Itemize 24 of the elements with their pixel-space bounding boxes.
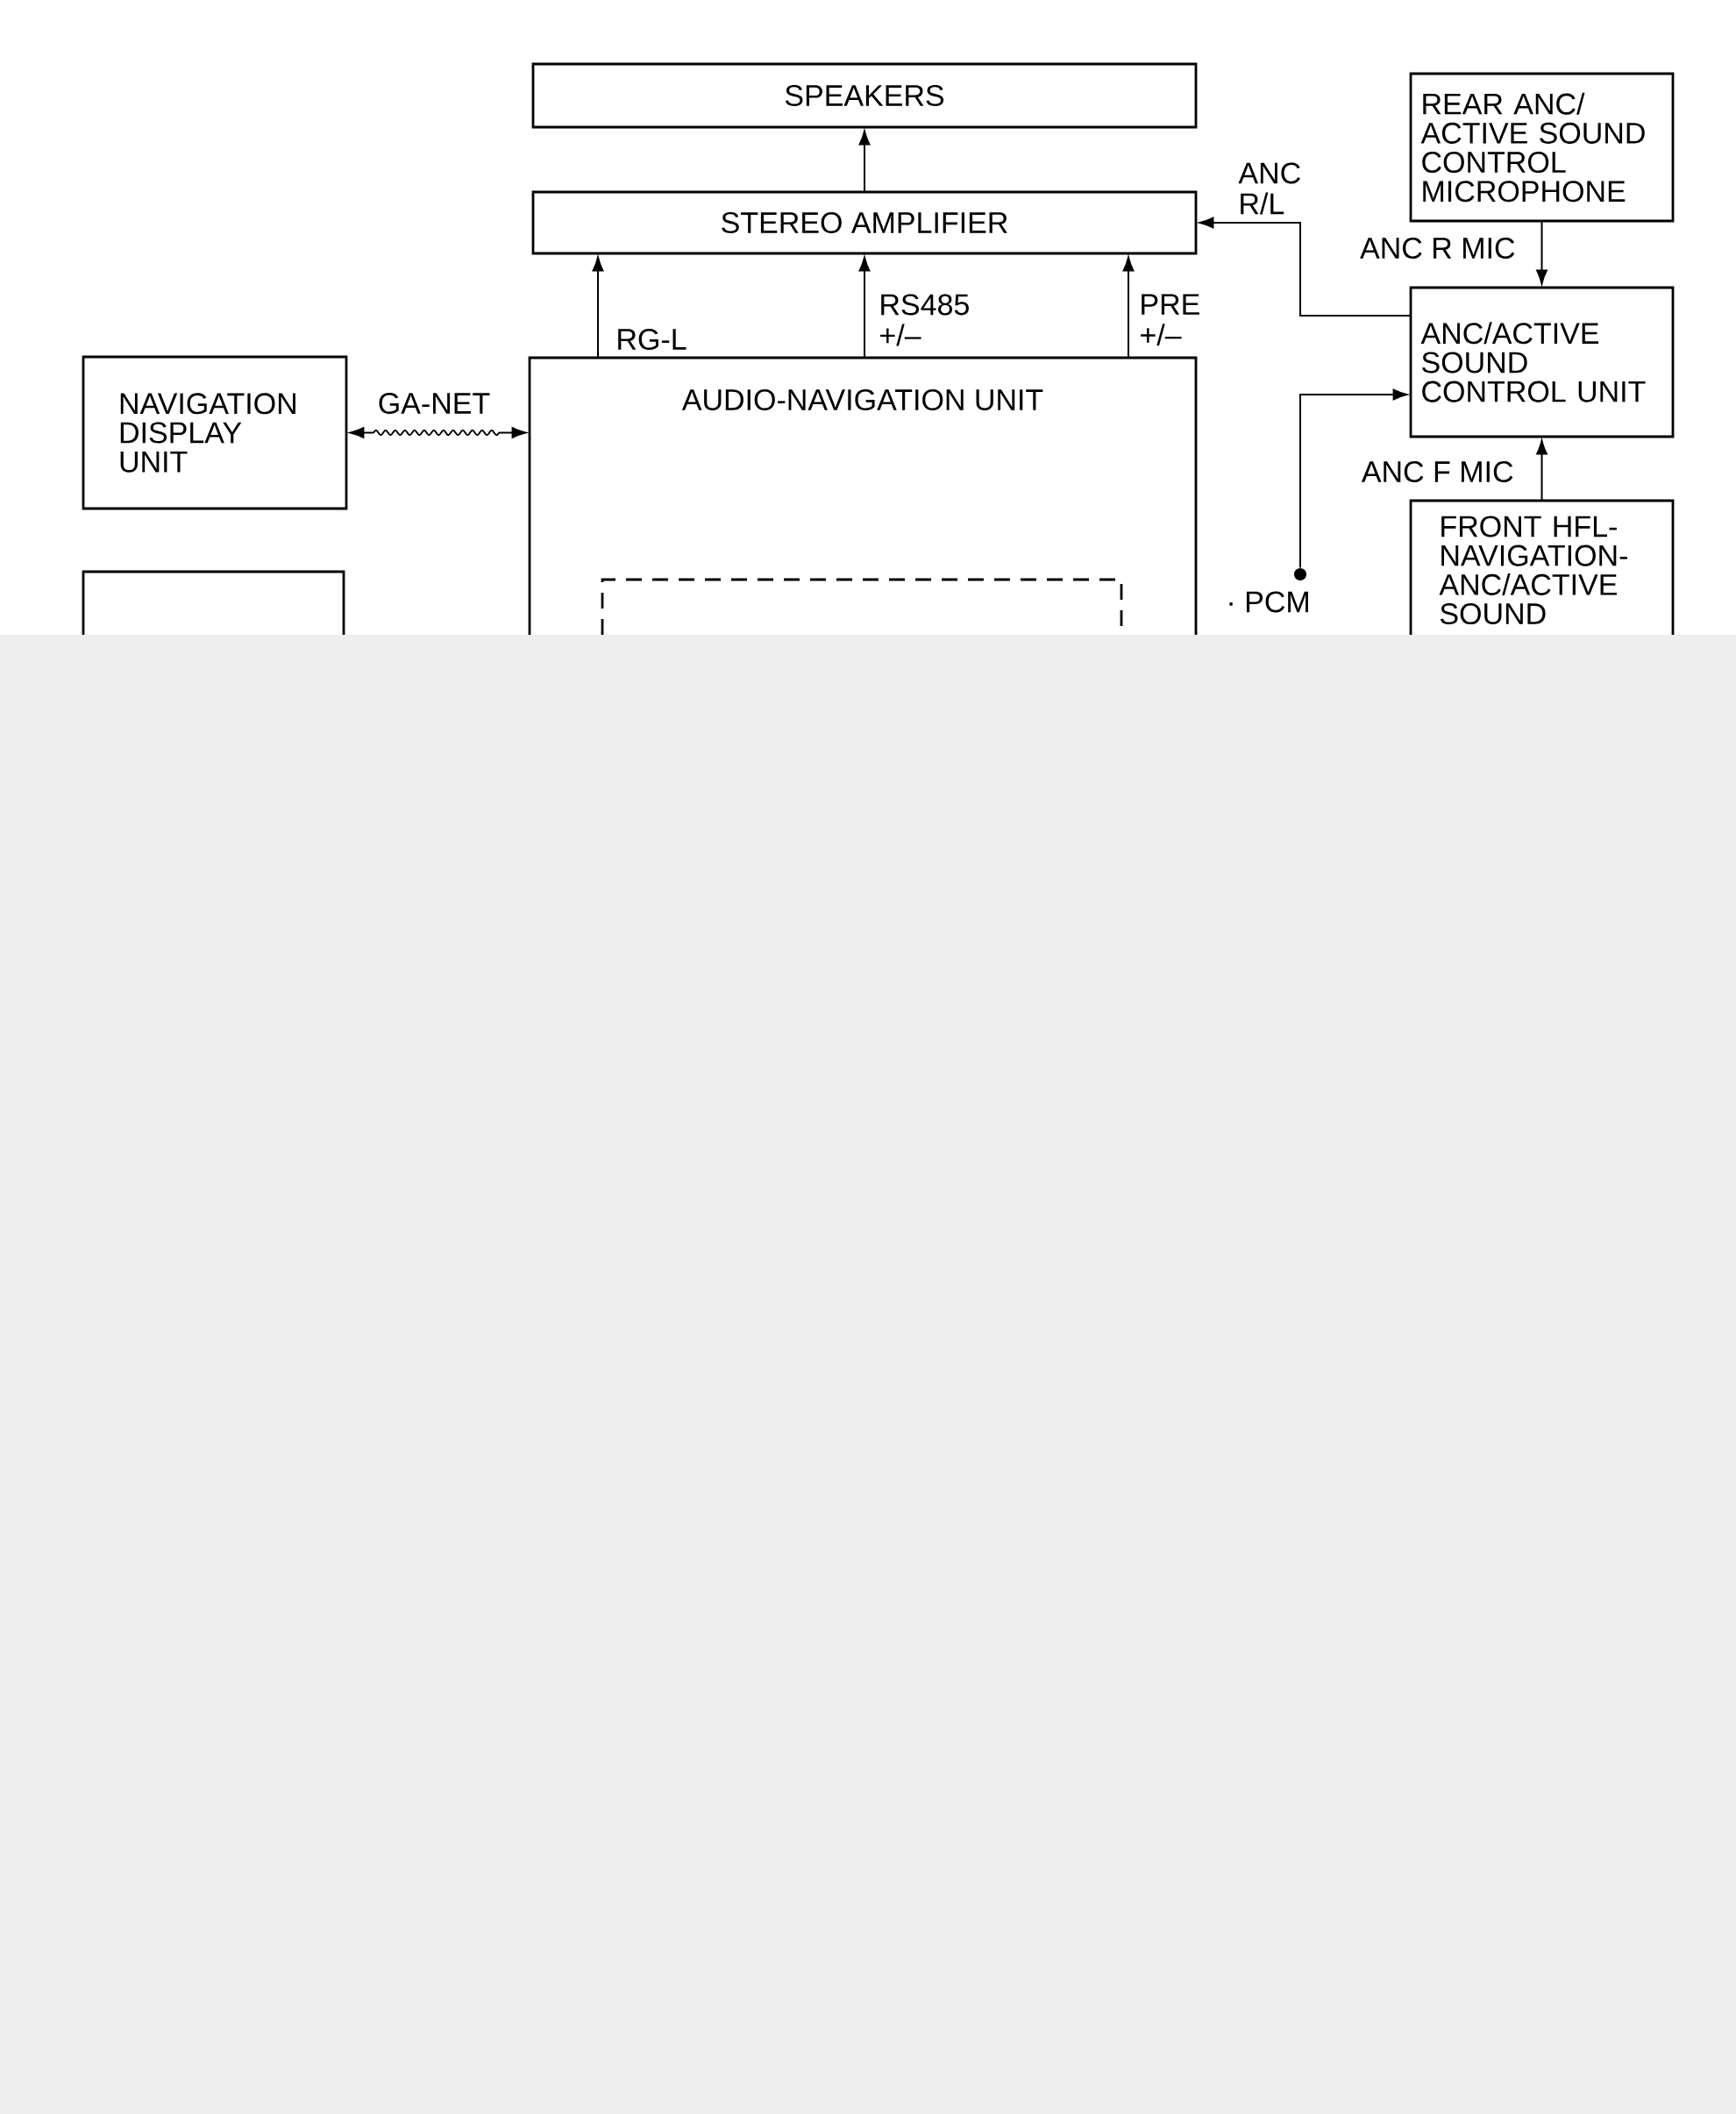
component-box: STEREO AMPLIFIER xyxy=(531,190,1198,255)
arrow xyxy=(858,130,871,193)
junction-dot xyxy=(1294,568,1306,580)
component-box: FRONT HFL- NAVIGATION- ANC/ACTIVE SOUND xyxy=(1409,499,1675,635)
edge-label: ANC R MIC xyxy=(1360,237,1515,260)
edge-label: GA-NET xyxy=(379,392,490,415)
component-box: REAR ANC/ ACTIVE SOUND CONTROL MICROPHONE xyxy=(1409,72,1675,223)
signal-label: · PCM xyxy=(1229,591,1308,613)
arrow xyxy=(1299,388,1408,569)
arrow xyxy=(858,256,871,359)
edge-label: ANC R/L xyxy=(1238,162,1300,215)
arrow xyxy=(1199,217,1412,317)
component-box: SPEAKERS xyxy=(531,62,1198,129)
dashed-box xyxy=(601,578,1123,635)
arrow xyxy=(592,256,604,359)
component-box: ANC/ACTIVE SOUND CONTROL UNIT xyxy=(1409,286,1675,438)
component-box xyxy=(82,570,345,635)
arrow xyxy=(1122,256,1135,359)
component-box: NAVIGATION DISPLAY UNIT xyxy=(82,355,348,510)
component-box: AUDIO-NAVIGATION UNIT xyxy=(528,356,1198,635)
edge-label: RS485 +/– xyxy=(880,294,969,346)
edge-label: PRE +/– xyxy=(1141,294,1199,346)
edge-label: ANC F MIC xyxy=(1361,461,1513,483)
edge-label: RG-L xyxy=(618,328,687,351)
